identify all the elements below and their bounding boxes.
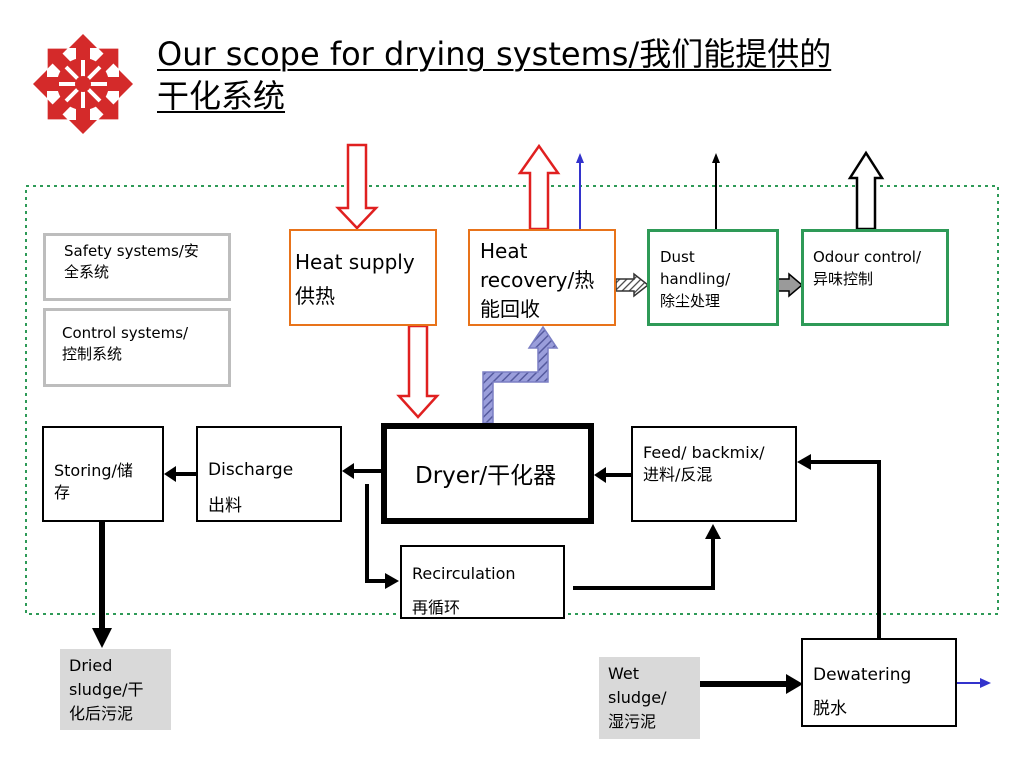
recirculation-box: Recirculation 再循环: [400, 545, 565, 619]
discharge-box: Discharge 出料: [196, 426, 342, 522]
heat-recovery-label-3: 能回收: [480, 297, 540, 321]
title-line-1: Our scope for drying systems/我们能提供的: [157, 35, 832, 73]
arrowhead-dryer-to-recirculation: [385, 573, 399, 589]
heat-supply-box: Heat supply 供热: [289, 229, 437, 326]
arrow-dryer-to-recirculation: [365, 484, 386, 583]
storing-label-1: Storing/储: [54, 461, 133, 480]
hatched-arrow-recovery-to-dust: [615, 272, 650, 298]
control-systems-label-1: Control systems/: [62, 324, 189, 342]
dust-handling-box: Dust handling/ 除尘处理: [647, 229, 779, 326]
recirculation-label-2: 再循环: [412, 598, 461, 617]
dried-sludge-label-3: 化后污泥: [69, 704, 134, 723]
control-systems-box: Control systems/ 控制系统: [43, 308, 231, 387]
wet-sludge-label-1: Wet: [608, 664, 639, 683]
dewatering-label-2: 脱水: [813, 699, 847, 719]
wet-sludge-label: Wet sludge/ 湿污泥: [599, 657, 700, 739]
odour-exhaust-arrow: [847, 150, 885, 231]
dewatering-label-1: Dewatering: [813, 665, 912, 685]
dust-handling-label-2: 除尘处理: [660, 292, 721, 310]
dried-sludge-label-1: Dried: [69, 656, 113, 675]
arrowhead-feed-to-dryer: [594, 467, 606, 483]
feed-backmix-label-2: 进料/反混: [643, 465, 713, 484]
arrowhead-wet-sludge-to-dewatering: [786, 674, 803, 694]
arrowhead-recirculation-to-feed: [705, 524, 721, 539]
safety-systems-box: Safety systems/安 全系统: [43, 233, 231, 301]
dust-exhaust-arrowhead: [712, 153, 720, 163]
heat-recovery-box: Heat recovery/热 能回收: [468, 229, 616, 326]
dryer-box: Dryer/干化器: [381, 423, 594, 524]
hatched-arrow-dryer-to-recovery: [482, 325, 559, 424]
odour-control-label-2: 异味控制: [813, 270, 874, 288]
arrowhead-dryer-to-discharge: [342, 463, 354, 479]
arrow-dewatering-to-feed: [809, 460, 881, 638]
safety-systems-label-2: 全系统: [64, 263, 110, 281]
heat-recovery-label-1: Heat: [480, 239, 528, 263]
discharge-label-1: Discharge: [208, 460, 294, 480]
storing-label-2: 存: [54, 483, 71, 502]
storing-box: Storing/储 存: [42, 426, 164, 522]
heat-input-arrow: [335, 143, 379, 230]
dewatering-box: Dewatering 脱水: [801, 638, 957, 727]
arrow-recirculation-to-feed: [573, 537, 715, 590]
heat-recovery-label-2: recovery/热: [480, 268, 595, 292]
title-line-2: 干化系统: [157, 77, 286, 115]
feed-backmix-label-1: Feed/ backmix/: [643, 443, 765, 462]
odour-control-box: Odour control/ 异味控制: [801, 229, 949, 326]
heat-recovery-output-arrow: [517, 143, 561, 231]
heat-supply-label-2: 供热: [295, 284, 335, 308]
arrowhead-discharge-to-storing: [164, 466, 176, 482]
dried-sludge-label: Dried sludge/干 化后污泥: [60, 649, 171, 730]
control-systems-label-2: 控制系统: [62, 345, 123, 363]
blue-exhaust-arrowhead: [576, 153, 584, 163]
arrowhead-dewatering-to-feed: [797, 454, 811, 470]
odour-control-label-1: Odour control/: [813, 248, 921, 266]
dried-sludge-label-2: sludge/干: [69, 680, 144, 699]
gray-arrow-dust-to-odour: [777, 272, 804, 298]
page-title: Our scope for drying systems/我们能提供的 干化系统: [157, 33, 957, 117]
discharge-label-2: 出料: [208, 496, 242, 516]
wet-sludge-label-3: 湿污泥: [608, 712, 657, 731]
logo-icon: [33, 34, 133, 134]
wet-sludge-label-2: sludge/: [608, 688, 667, 707]
arrowhead-storing-to-dried-sludge: [92, 628, 112, 648]
feed-backmix-box: Feed/ backmix/ 进料/反混: [631, 426, 797, 522]
safety-systems-label-1: Safety systems/安: [64, 242, 199, 260]
dust-handling-label-1: Dust handling/: [660, 248, 731, 288]
dewatering-water-outlet-arrowhead: [980, 678, 991, 688]
recirculation-label-1: Recirculation: [412, 564, 516, 583]
heat-supply-label-1: Heat supply: [295, 250, 415, 274]
dryer-label: Dryer/干化器: [415, 463, 557, 489]
heat-to-dryer-arrow: [396, 324, 440, 419]
